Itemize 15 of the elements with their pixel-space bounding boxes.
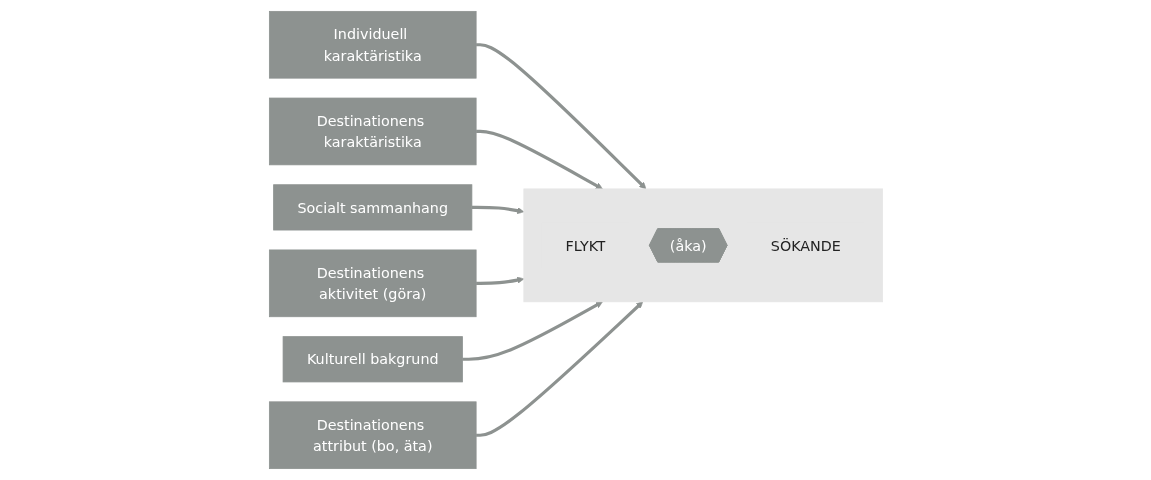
arrow (471, 205, 524, 215)
arrow (475, 301, 643, 437)
node-box: Individuell karaktäristika (268, 10, 477, 79)
arrow (475, 129, 603, 190)
cluster (522, 188, 883, 303)
node-text: FLYKT (565, 237, 606, 254)
node-box: Destinationens attribut (bo, äta) (268, 401, 477, 469)
node-text: SÖKANDE (770, 237, 841, 254)
node-box: Kulturell bakgrund (282, 336, 463, 383)
arrow (461, 301, 603, 361)
arrow (475, 276, 524, 285)
node-box: Destinationens karaktäristika (268, 97, 477, 166)
node-box: Destinationens aktivitet (göra) (268, 249, 477, 318)
node-box: Socialt sammanhang (272, 184, 472, 231)
arrow (475, 43, 646, 190)
